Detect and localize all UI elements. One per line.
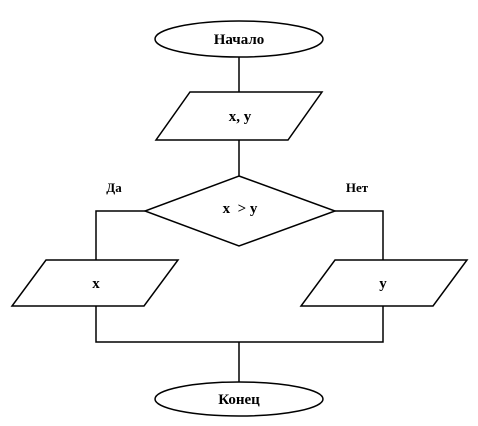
decision-label: x > y (223, 201, 258, 217)
output-no-label: y (379, 276, 387, 292)
connectors (95, 56, 384, 382)
end-label: Конец (218, 392, 260, 408)
connector-decision-no (335, 210, 384, 260)
input-label: x, y (229, 109, 252, 125)
connector-yes-merge (95, 306, 239, 343)
connector-no-merge (239, 306, 384, 343)
start-label: Начало (214, 32, 265, 48)
end-terminal: Конец (154, 381, 324, 417)
output-yes-block: x (10, 259, 180, 307)
input-block: x, y (154, 91, 324, 141)
start-terminal: Начало (154, 20, 324, 58)
no-label: Нет (346, 180, 369, 195)
decision-block: x > y (142, 175, 338, 247)
output-no-block: y (299, 259, 469, 307)
connector-decision-yes (95, 210, 145, 260)
output-yes-label: x (92, 276, 100, 292)
yes-label: Да (106, 180, 122, 195)
